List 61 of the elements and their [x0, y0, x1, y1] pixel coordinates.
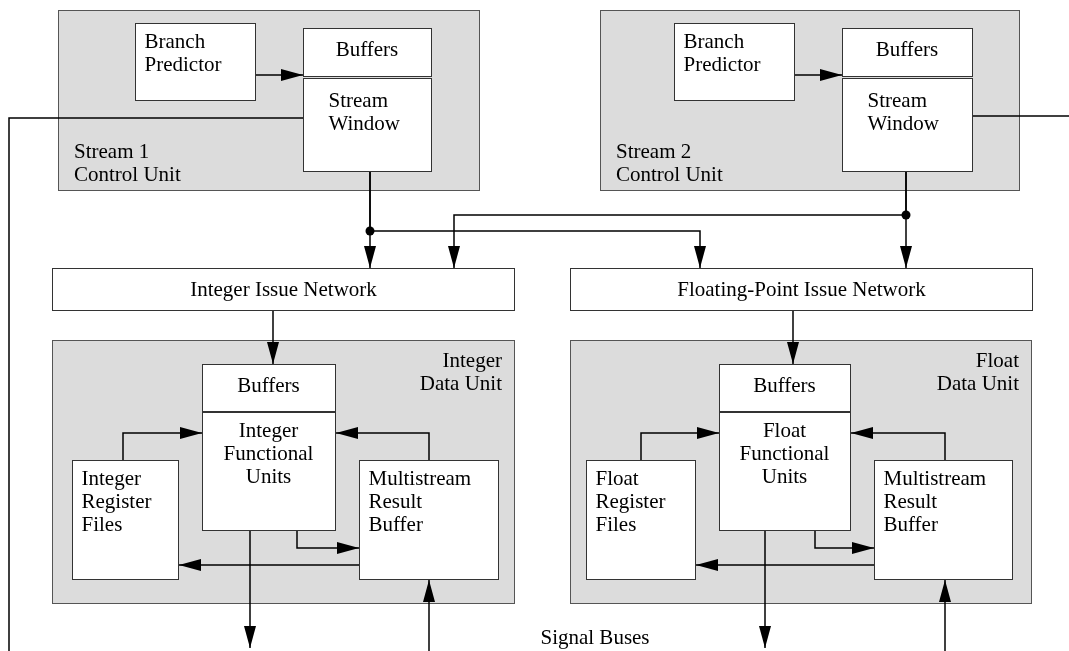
process-box: [673, 22, 795, 101]
unit-panel: [570, 340, 1032, 604]
box-label: Multistream Result Buffer: [368, 466, 473, 536]
box-label: Stream Window: [867, 88, 940, 135]
connector-line: [8, 117, 304, 651]
process-box: [841, 27, 973, 77]
arrow: [787, 310, 799, 365]
arrow: [423, 579, 435, 651]
arrow: [369, 171, 706, 269]
box-label: Floating-Point Issue Network: [676, 278, 927, 301]
process-box: [358, 459, 499, 580]
connector-line: [972, 115, 1069, 117]
process-box: [718, 411, 851, 531]
process-box: [201, 363, 336, 412]
unit-panel: [58, 10, 480, 191]
process-box: [302, 77, 432, 172]
unit-title: Stream 2 Control Unit: [616, 140, 724, 186]
box-label: Integer Register Files: [81, 466, 153, 536]
box-label: Integer Issue Network: [189, 278, 378, 301]
unit-title: Integer Data Unit: [418, 349, 502, 395]
box-label: Buffers: [236, 373, 301, 397]
box-label: Float Functional Units: [738, 418, 831, 488]
box-label: Multistream Result Buffer: [883, 466, 988, 536]
process-box: [841, 77, 973, 172]
process-box: [570, 268, 1033, 311]
arrow: [255, 69, 304, 81]
process-box: [302, 27, 432, 77]
process-box: [718, 363, 851, 412]
arrow: [759, 530, 771, 649]
arrow: [448, 171, 907, 269]
box-label: Branch Predictor: [144, 29, 223, 76]
arrow: [122, 427, 203, 461]
arrow: [244, 530, 256, 649]
unit-panel: [52, 340, 515, 604]
arrow: [296, 530, 360, 554]
arrow: [850, 427, 946, 461]
arrow: [814, 530, 875, 554]
arrow: [939, 579, 951, 651]
arrow: [335, 427, 430, 461]
process-box: [71, 459, 179, 580]
process-box: [52, 268, 515, 311]
unit-title: Float Data Unit: [935, 349, 1019, 395]
box-label: Stream Window: [328, 88, 401, 135]
bus-label: Signal Buses: [539, 626, 651, 649]
box-label: Buffers: [752, 373, 817, 397]
box-label: Buffers: [334, 37, 400, 61]
process-box: [201, 411, 336, 531]
box-label: Buffers: [874, 37, 940, 61]
arrow: [640, 427, 720, 461]
arrow: [178, 559, 360, 571]
arrow: [267, 310, 279, 365]
unit-panel: [600, 10, 1020, 191]
box-label: Integer Functional Units: [222, 418, 315, 488]
arrow: [794, 69, 843, 81]
process-box: [134, 22, 256, 101]
box-label: Branch Predictor: [683, 29, 762, 76]
process-box: [873, 459, 1013, 580]
arrow: [695, 559, 875, 571]
box-label: Float Register Files: [595, 466, 667, 536]
unit-title: Stream 1 Control Unit: [74, 140, 182, 186]
process-box: [585, 459, 696, 580]
